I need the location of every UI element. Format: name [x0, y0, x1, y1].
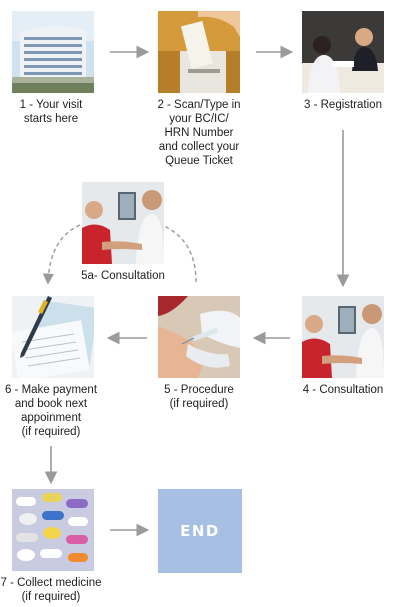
ticket-machine-image [158, 11, 240, 93]
step-2-label: 2 - Scan/Type in your BC/IC/ HRN Number … [157, 99, 241, 167]
dashed-connector-5-to-5a [161, 224, 197, 283]
doctor-child-consultation-image [82, 182, 164, 264]
medicine-pills-image [12, 489, 94, 571]
step-3-label: 3 - Registration [304, 99, 382, 111]
end-box: END [158, 489, 242, 573]
step-1-label: 1 - Your visit starts here [19, 99, 83, 125]
step-7-label: 7 - Collect medicine (if required) [0, 577, 102, 603]
payment-pen-document-image [12, 296, 94, 378]
step-5a-label: 5a- Consultation [81, 270, 165, 282]
step-6-label: 6 - Make payment and book next appoinmen… [4, 384, 98, 438]
registration-counter-image [302, 11, 384, 93]
hospital-building-image [12, 11, 94, 93]
injection-procedure-image [158, 296, 240, 378]
step-4-label: 4 - Consultation [302, 384, 384, 396]
doctor-child-consultation-image [302, 296, 384, 378]
end-label: END [180, 522, 220, 540]
dashed-arrow-5a-to-6 [42, 224, 81, 285]
step-5-label: 5 - Procedure (if required) [164, 384, 234, 410]
